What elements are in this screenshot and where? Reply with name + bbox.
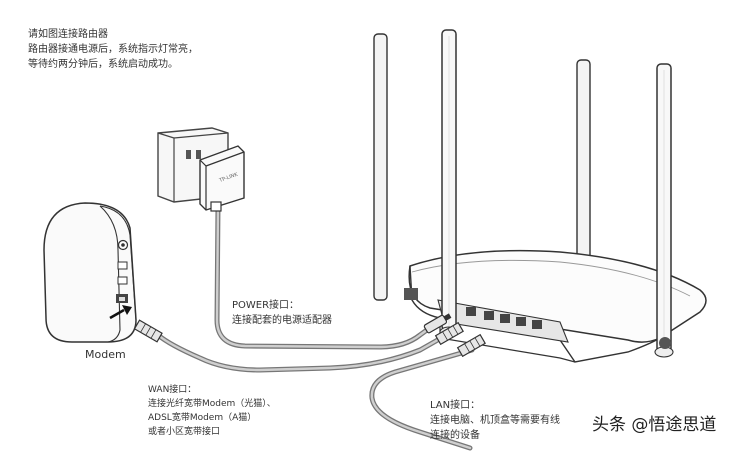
modem-label: Modem <box>85 348 126 361</box>
power-plug-router <box>423 313 452 334</box>
wan-port-line-2: ADSL宽带Modem（A猫） <box>148 413 257 423</box>
antenna-back-left <box>373 33 388 301</box>
power-port-note: POWER接口： 连接配套的电源适配器 <box>232 298 332 328</box>
lan-port-2 <box>500 314 510 323</box>
lan-port-desc-2: 连接的设备 <box>430 430 480 441</box>
intro-instructions: 请如图连接路由器 路由器接通电源后，系统指示灯常亮， 等待约两分钟后，系统启动成… <box>28 27 198 72</box>
power-port-desc: 连接配套的电源适配器 <box>232 315 332 326</box>
intro-line-1: 请如图连接路由器 <box>28 29 108 40</box>
modem-device <box>43 202 137 343</box>
wan-port-line-1: 连接光纤宽带Modem（光猫）、 <box>148 399 276 409</box>
intro-line-3: 等待约两分钟后，系统启动成功。 <box>28 59 178 70</box>
wan-port-note: WAN接口： 连接光纤宽带Modem（光猫）、 ADSL宽带Modem（A猫） … <box>148 383 276 439</box>
lan-port-title: LAN接口： <box>430 400 481 411</box>
wan-port-line-3: 或者小区宽带接口 <box>148 427 221 437</box>
wan-plug-modem <box>133 319 163 343</box>
power-port-title: POWER接口： <box>232 300 300 311</box>
router-device <box>373 29 707 363</box>
wan-port <box>466 307 476 316</box>
power-adapter: TP-LINK <box>199 145 245 212</box>
lan-port-note: LAN接口： 连接电脑、机顶盒等需要有线 连接的设备 <box>430 398 560 443</box>
watermark: 头条 @悟途思道 <box>592 415 717 435</box>
lan-port-desc-1: 连接电脑、机顶盒等需要有线 <box>430 415 560 426</box>
wan-plug-router <box>434 321 464 346</box>
modem-arrow <box>109 308 125 320</box>
intro-line-2: 路由器接通电源后，系统指示灯常亮， <box>28 44 198 55</box>
lan-port-1 <box>484 311 494 320</box>
wan-cable <box>155 330 453 373</box>
lan-port-3 <box>516 317 526 326</box>
wan-port-title: WAN接口： <box>148 385 197 395</box>
lan-port-4 <box>532 320 542 329</box>
lan-plug-router <box>456 333 486 358</box>
